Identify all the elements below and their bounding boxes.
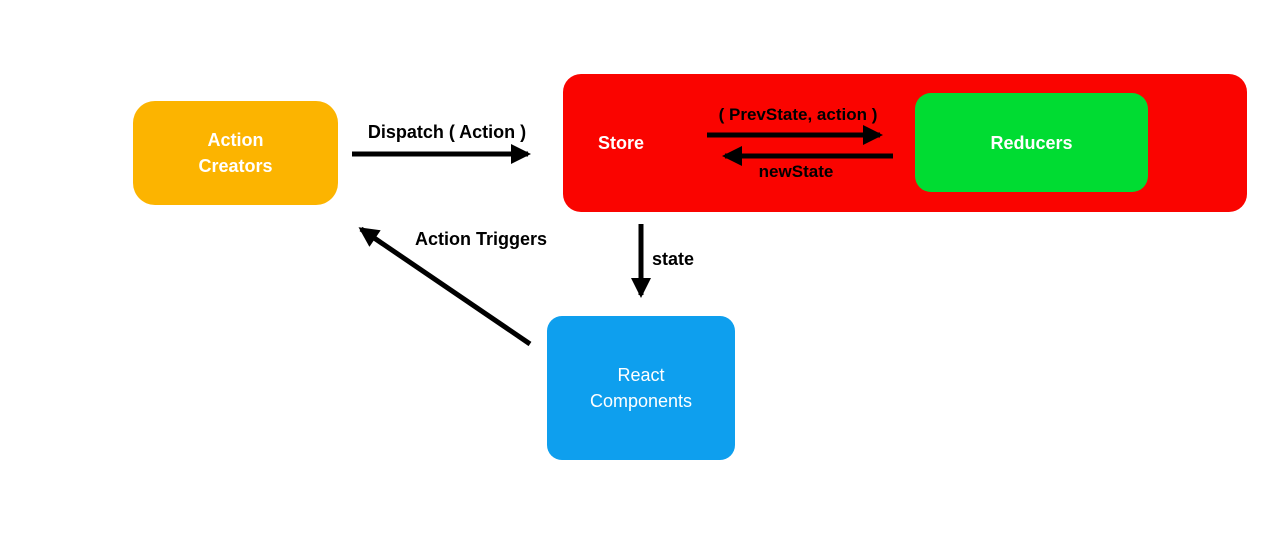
reducers-label: Reducers [990,132,1073,153]
action-creators-label: Action Creators [198,130,273,176]
store-label: Store [598,133,645,153]
state-label: state [652,249,695,269]
react-components-label: React Components [589,365,693,411]
newstate-label: newState [758,162,834,181]
prevstate-action-label: ( PrevState, action ) [718,105,878,124]
action-triggers-label: Action Triggers [414,229,548,249]
action-creators-node: Action Creators [133,101,338,205]
reducers-node: Reducers [915,93,1148,192]
react-components-node: React Components [547,316,735,460]
dispatch-action-label: Dispatch ( Action ) [367,122,527,142]
